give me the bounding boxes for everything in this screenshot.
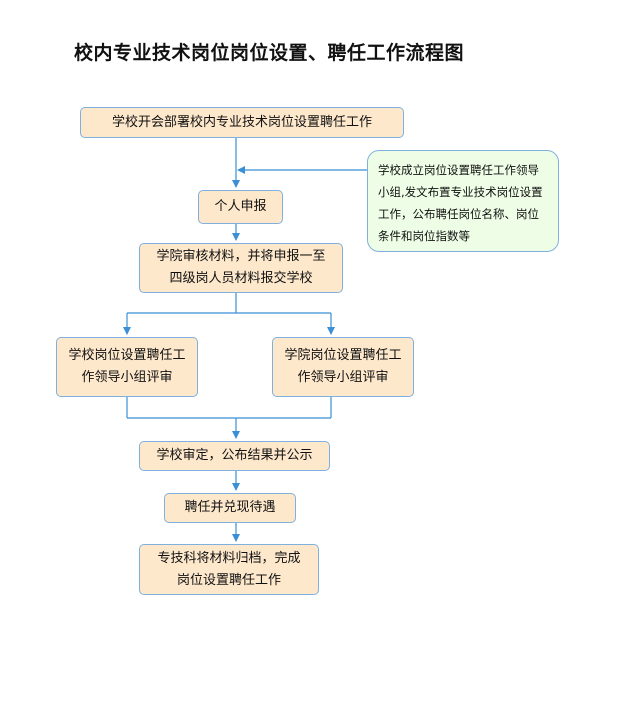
step-archive: 专技科将材料归档，完成岗位设置聘任工作 [139, 544, 319, 595]
note-leadership-group: 学校成立岗位设置聘任工作领导小组,发文布置专业技术岗位设置工作，公布聘任岗位名称… [367, 150, 559, 252]
step-review: 学院审核材料，并将申报一至四级岗人员材料报交学校 [139, 243, 343, 293]
step-start-label: 学校开会部署校内专业技术岗位设置聘任工作 [111, 114, 372, 130]
step-school-panel: 学校岗位设置聘任工作领导小组评审 [56, 337, 198, 397]
step-college-panel-label: 学院岗位设置聘任工作领导小组评审 [284, 348, 402, 385]
step-hire-label: 聘任并兑现待遇 [184, 500, 276, 515]
step-school-panel-label: 学校岗位设置聘任工作领导小组评审 [68, 348, 186, 385]
step-hire: 聘任并兑现待遇 [164, 493, 296, 523]
step-review-label: 学院审核材料，并将申报一至四级岗人员材料报交学校 [156, 249, 326, 286]
step-college-panel: 学院岗位设置聘任工作领导小组评审 [272, 337, 414, 397]
page-title: 校内专业技术岗位岗位设置、聘任工作流程图 [74, 42, 465, 64]
step-apply: 个人申报 [198, 190, 283, 224]
step-start: 学校开会部署校内专业技术岗位设置聘任工作 [80, 107, 404, 138]
step-apply-label: 个人申报 [214, 199, 267, 214]
step-approve: 学校审定，公布结果并公示 [139, 441, 330, 471]
step-approve-label: 学校审定，公布结果并公示 [156, 448, 313, 463]
note-leadership-group-text: 学校成立岗位设置聘任工作领导小组,发文布置专业技术岗位设置工作，公布聘任岗位名称… [378, 163, 543, 243]
step-archive-label: 专技科将材料归档，完成岗位设置聘任工作 [157, 550, 301, 588]
